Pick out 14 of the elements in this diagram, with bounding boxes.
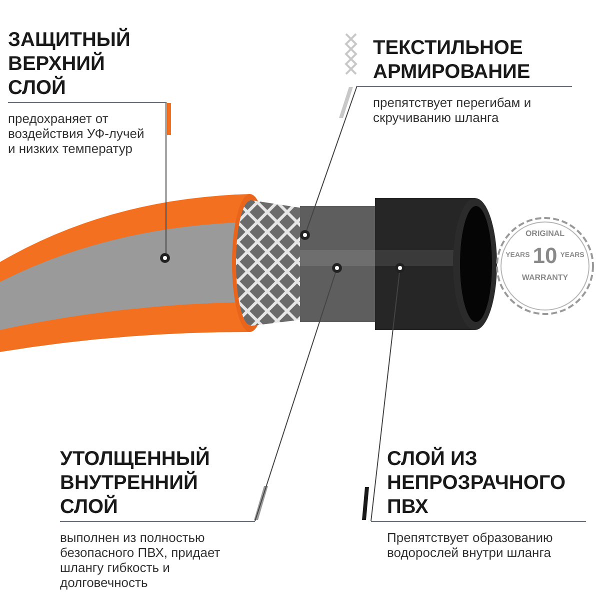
callout-heading: СЛОЙ ИЗ НЕПРОЗРАЧНОГО ПВХ — [387, 447, 567, 519]
leader-line — [254, 272, 336, 522]
callout-description: выполнен из полностью безопасного ПВХ, придает шлангу гибкость и долговечность — [60, 530, 222, 590]
callout-description: Препятствует образованию водорослей внутри шланга — [387, 530, 554, 560]
callout-description: предохраняет от воздействия УФ-лучей и низких температур — [8, 111, 146, 156]
callout-heading: УТОЛЩЕННЫЙ ВНУТРЕННИЙ СЛОЙ — [60, 447, 211, 519]
callout-description: препятствует перегибам и скручиванию шланга — [373, 95, 532, 125]
callout-heading: ТЕКСТИЛЬНОЕ АРМИРОВАНИЕ — [373, 36, 532, 84]
leader-line — [370, 272, 400, 522]
callout-heading: ЗАЩИТНЫЙ ВЕРХНИЙ СЛОЙ — [8, 28, 132, 100]
leader-line — [306, 86, 358, 231]
seal-number: 10 — [532, 245, 558, 267]
seal-text: ORIGINAL — [525, 229, 565, 239]
seal-text: WARRANTY — [522, 273, 568, 283]
